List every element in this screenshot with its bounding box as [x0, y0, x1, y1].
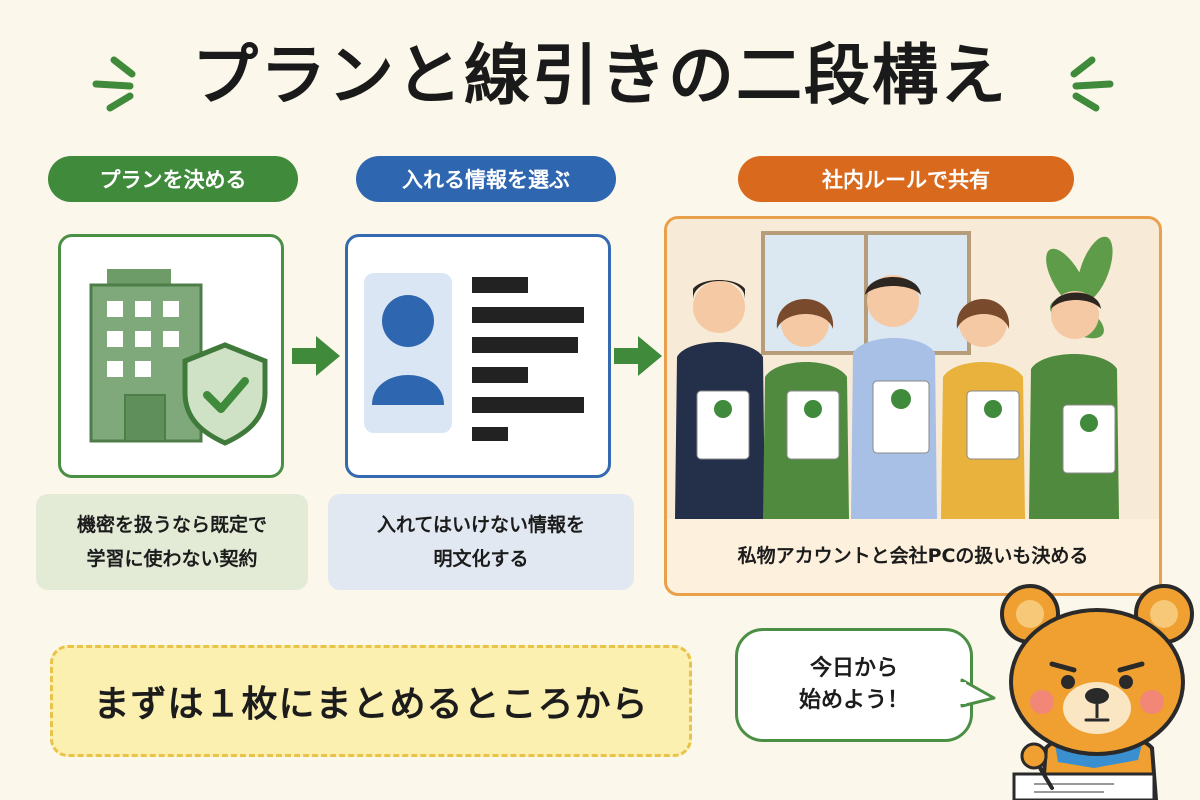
step-3-caption: 私物アカウントと会社PCの扱いも決める: [667, 519, 1159, 593]
step-2-panel: [345, 234, 611, 478]
step-2-caption: 入れてはいけない情報を 明文化する: [328, 494, 634, 590]
profile-card-icon: [364, 273, 584, 441]
call-to-action-banner: まずは１枚にまとめるところから: [50, 645, 692, 757]
sparkle-left-icon: [92, 56, 136, 112]
step-1-caption: 機密を扱うなら既定で 学習に使わない契約: [36, 494, 308, 590]
team-checklist-illustration: [667, 219, 1159, 519]
sparkle-right-icon: [1070, 56, 1114, 112]
speech-bubble-tail: [960, 678, 996, 708]
shield-check-icon: [182, 342, 268, 446]
page-title: プランと線引きの二段構え: [192, 37, 1008, 114]
step-1-label: プランを決める: [48, 156, 298, 202]
arrow-right-icon: [292, 336, 340, 376]
step-2-label: 入れる情報を選ぶ: [356, 156, 616, 202]
step-1-panel: [58, 234, 284, 478]
step-3-label: 社内ルールで共有: [738, 156, 1074, 202]
speech-bubble-text: 今日から 始めよう！: [798, 656, 909, 713]
office-building-icon: [89, 269, 203, 443]
arrow-right-icon: [614, 336, 662, 376]
speech-bubble: 今日から 始めよう！: [735, 628, 973, 742]
step-3-panel: 私物アカウントと会社PCの扱いも決める: [664, 216, 1162, 596]
bear-mascot: [1000, 584, 1194, 800]
